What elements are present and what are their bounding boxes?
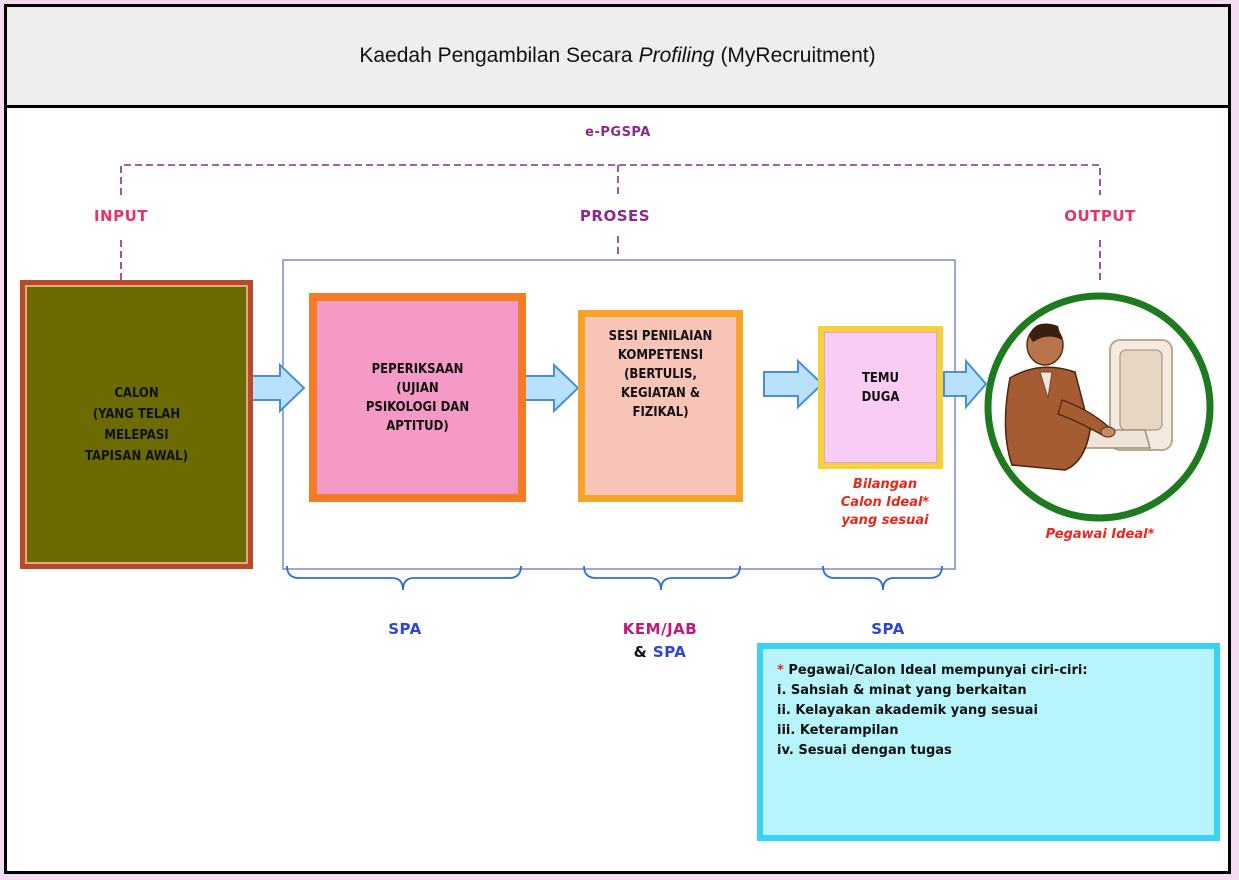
braces — [286, 565, 943, 591]
title-prefix: Kaedah Pengambilan Secara — [359, 44, 633, 67]
calon-text: CALON (YANG TELAH MELEPASI TAPISAN AWAL) — [85, 385, 188, 464]
top-label-epgspa: e-PGSPA — [585, 125, 651, 140]
arrow-2 — [522, 362, 580, 414]
title-italic: Profiling — [638, 44, 715, 67]
brace-spa-3 — [822, 565, 943, 591]
title-bar: Kaedah Pengambilan Secara Profiling (MyR… — [7, 7, 1228, 108]
note-item: iv. Sesuai dengan tugas — [777, 743, 952, 758]
stage-label-output: OUTPUT — [1064, 207, 1136, 225]
note-item: iii. Keterampilan — [777, 723, 899, 738]
brace-spa-1 — [286, 565, 522, 591]
arrow-1 — [249, 362, 306, 414]
sesi-penilaian-box: SESI PENILAIAN KOMPETENSI (BERTULIS, KEG… — [578, 310, 743, 502]
brace-kem-jab — [583, 565, 741, 591]
flow-arrows — [249, 358, 988, 414]
note-item: ii. Kelayakan akademik yang sesuai — [777, 703, 1038, 718]
proses-container — [282, 259, 956, 570]
pegawai-ideal-label: Pegawai Ideal* — [1045, 527, 1155, 542]
brace-label-spa-1: SPA — [388, 620, 422, 638]
peperiksaan-text: PEPERIKSAAN (UJIAN PSIKOLOGI DAN APTITUD… — [365, 361, 470, 434]
stage-label-input: INPUT — [93, 207, 149, 225]
temu-duga-box: TEMU DUGA — [818, 326, 943, 469]
brace-label-amp-spa: & SPA — [610, 643, 710, 661]
title-suffix: (MyRecruitment) — [720, 44, 876, 67]
sesi-penilaian-text: SESI PENILAIAN KOMPETENSI (BERTULIS, KEG… — [608, 329, 713, 420]
bilangan-calon-note: Bilangan Calon Ideal* yang sesuai — [840, 477, 930, 528]
calon-box: CALON (YANG TELAH MELEPASI TAPISAN AWAL) — [20, 280, 253, 569]
note-list: i. Sahsiah & minat yang berkaitan ii. Ke… — [777, 681, 1200, 761]
note-heading-text: Pegawai/Calon Ideal mempunyai ciri-ciri: — [788, 663, 1088, 678]
arrow-4 — [943, 358, 988, 410]
epgspa-bracket — [120, 164, 1101, 283]
amp-text: & — [633, 643, 648, 661]
note-item: i. Sahsiah & minat yang berkaitan — [777, 683, 1027, 698]
man-at-computer-icon — [1004, 323, 1173, 471]
arrow-3 — [763, 358, 824, 410]
temu-duga-text: TEMU DUGA — [861, 370, 900, 405]
brace-label-kem-jab: KEM/JAB — [622, 620, 698, 638]
stage-label-proses: PROSES — [579, 207, 651, 225]
note-heading: * Pegawai/Calon Ideal mempunyai ciri-cir… — [777, 661, 1200, 681]
spa-2-text: SPA — [652, 643, 687, 661]
brace-label-spa-3: SPA — [871, 620, 905, 638]
note-star: * — [777, 663, 784, 678]
peperiksaan-box: PEPERIKSAAN (UJIAN PSIKOLOGI DAN APTITUD… — [309, 293, 526, 502]
ideal-criteria-note: * Pegawai/Calon Ideal mempunyai ciri-cir… — [757, 643, 1220, 841]
